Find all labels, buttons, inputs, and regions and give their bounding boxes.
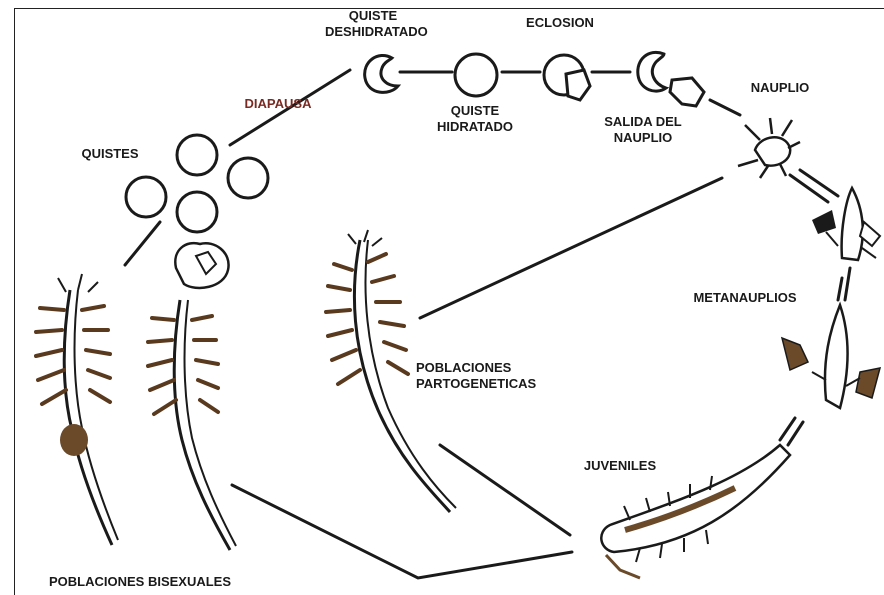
metanauplius-2-shape xyxy=(782,305,880,408)
label-metanauplios: METANAUPLIOS xyxy=(680,290,810,306)
label-poblaciones-partogeneticas: POBLACIONES PARTOGENETICAS xyxy=(416,360,576,392)
label-quiste-hidratado: QUISTE HIDRATADO xyxy=(420,103,530,135)
nauplius-exit-shape xyxy=(638,52,704,106)
line-metanauplius-link-a xyxy=(845,268,850,300)
label-quiste-hidratado-line1: QUISTE xyxy=(420,103,530,119)
bisexual-female-shape xyxy=(36,274,118,545)
line-metanauplius-link-b xyxy=(838,278,842,300)
line-nauplius-to-metanauplius-b xyxy=(800,170,838,196)
dehydrated-cyst-shape xyxy=(365,55,398,92)
label-quiste-deshidratado: QUISTE DESHIDRATADO xyxy=(325,8,421,40)
label-partogeneticas-line2: PARTOGENETICAS xyxy=(416,376,576,392)
line-juvenile-to-bisexual xyxy=(232,485,572,578)
label-eclosion: ECLOSION xyxy=(510,15,610,31)
label-quiste-deshidratado-line2: DESHIDRATADO xyxy=(325,24,421,40)
cyst-4 xyxy=(177,192,217,232)
label-salida-line1: SALIDA DEL xyxy=(588,114,698,130)
hydrated-cyst-shape xyxy=(455,54,497,96)
nauplius-shape xyxy=(738,118,800,178)
cyst-2 xyxy=(228,158,268,198)
label-juveniles: JUVENILES xyxy=(565,458,675,474)
label-quistes: QUISTES xyxy=(60,146,160,162)
label-quiste-deshidratado-line1: QUISTE xyxy=(325,8,421,24)
label-diapausa: DIAPAUSA xyxy=(228,96,328,112)
line-nauplius-to-metanauplius-a xyxy=(790,175,828,202)
label-salida-line2: NAUPLIO xyxy=(588,130,698,146)
bisexual-male-shape xyxy=(148,243,236,550)
label-partogeneticas-line1: POBLACIONES xyxy=(416,360,576,376)
line-nauplius-to-partho xyxy=(420,178,722,318)
label-nauplio: NAUPLIO xyxy=(730,80,830,96)
label-quiste-hidratado-line2: HIDRATADO xyxy=(420,119,530,135)
label-poblaciones-bisexuales: POBLACIONES BISEXUALES xyxy=(20,574,260,590)
cyst-3 xyxy=(126,177,166,217)
label-salida-del-nauplio: SALIDA DEL NAUPLIO xyxy=(588,114,698,146)
hatching-cyst-shape xyxy=(544,55,590,100)
cyst-1 xyxy=(177,135,217,175)
line-partho-to-juvenile xyxy=(440,445,570,535)
line-adults-to-cysts xyxy=(125,222,160,265)
line-exit-to-nauplius xyxy=(710,100,740,115)
